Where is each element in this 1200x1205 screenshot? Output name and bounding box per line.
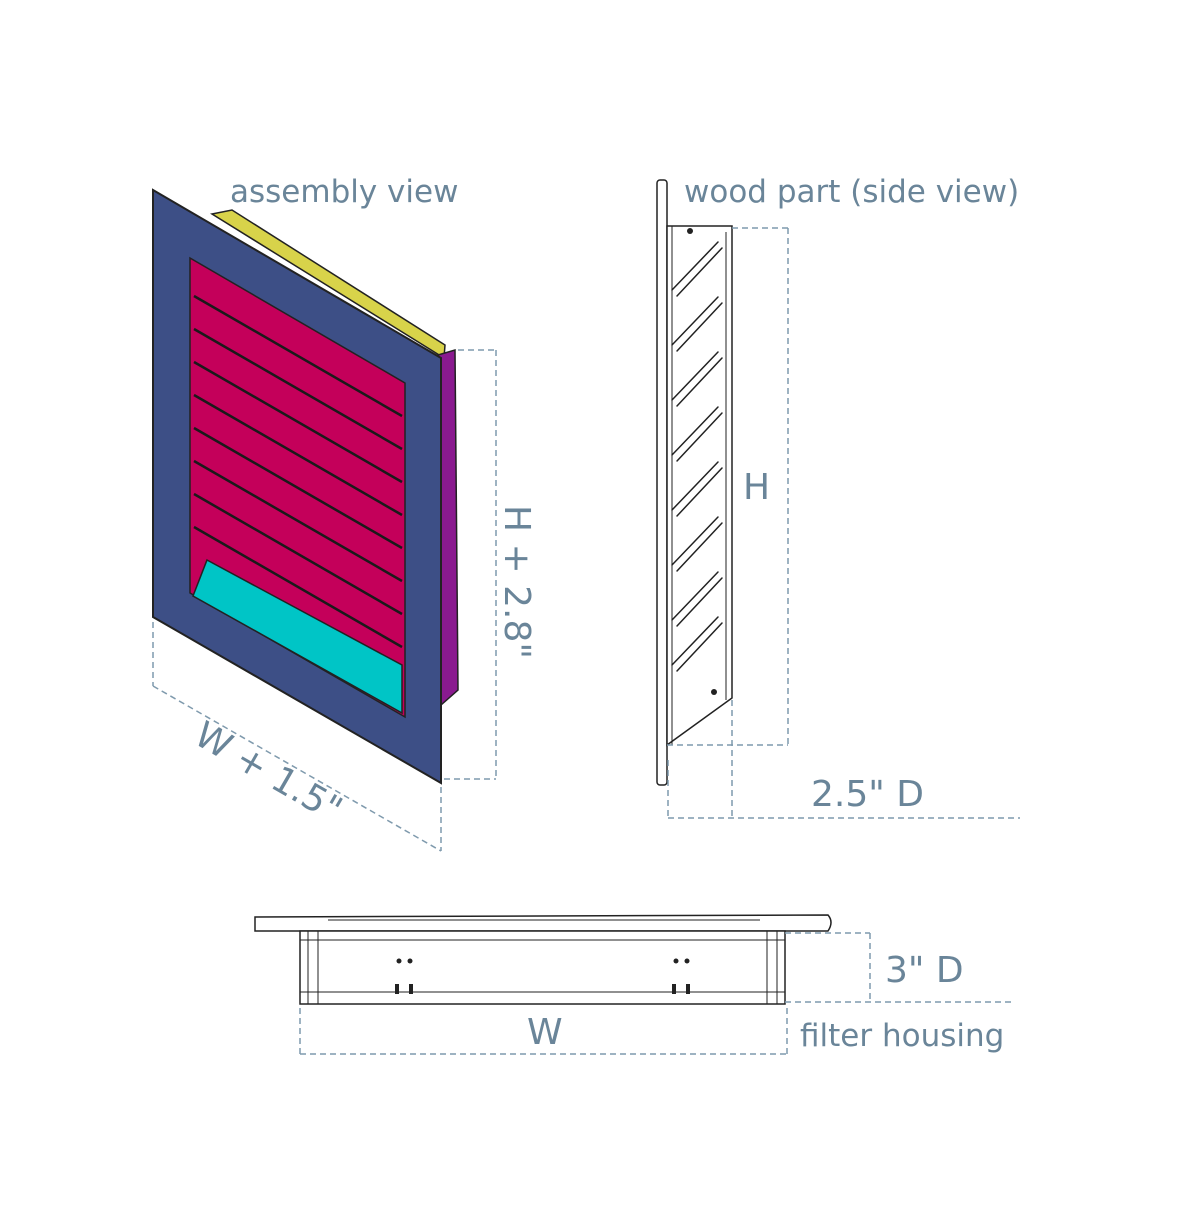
housing-depth-label: 3" D	[885, 950, 964, 991]
assembly-louvers	[193, 294, 403, 649]
side-height-dimension-lines	[667, 227, 789, 746]
assembly-height-label: H + 2.8"	[496, 505, 537, 659]
assembly-height-dimension-lines	[444, 349, 497, 780]
filter-housing	[254, 914, 1012, 1055]
housing-width-label: W	[527, 1012, 563, 1053]
wood-part-label: wood part (side view)	[684, 174, 1019, 210]
side-depth-label: 2.5" D	[811, 774, 924, 815]
assembly-width-label: W + 1.5"	[188, 714, 349, 831]
side-height-label: H	[743, 467, 770, 508]
side-louver-slots	[671, 241, 723, 672]
side-front-plate	[656, 179, 668, 786]
assembly-filter	[192, 558, 403, 715]
filter-housing-label: filter housing	[800, 1018, 1004, 1054]
assembly-view	[152, 188, 497, 852]
assembly-width-dimension-lines	[152, 622, 442, 852]
side-body	[666, 225, 733, 747]
side-depth-dimension-lines	[667, 700, 1020, 819]
housing-depth-dimension-lines	[785, 932, 1012, 1003]
housing-box	[299, 930, 786, 1005]
side-view	[656, 179, 1020, 819]
housing-width-dimension-lines	[299, 1008, 788, 1055]
assembly-top-edge	[209, 209, 446, 360]
assembly-view-label: assembly view	[230, 174, 458, 210]
housing-top-plate	[254, 914, 832, 932]
